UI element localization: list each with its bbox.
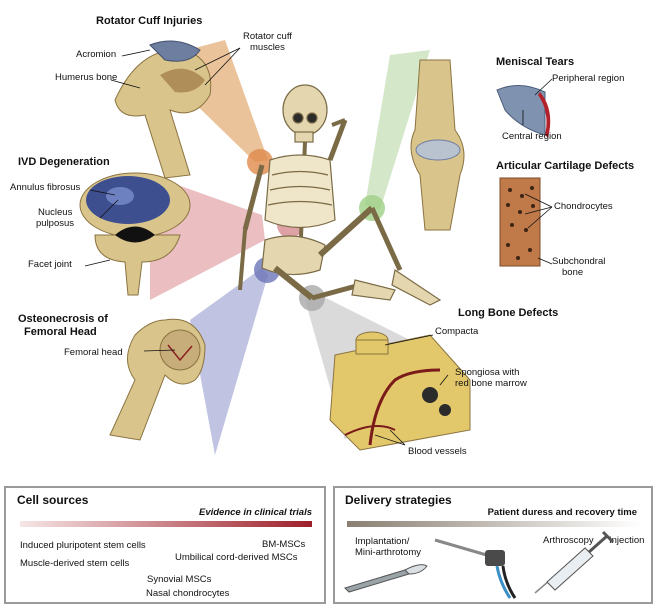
long-bone-illustration bbox=[329, 331, 471, 451]
ivd-title: IVD Degeneration bbox=[18, 156, 110, 168]
bm-msc-label: BM-MSCs bbox=[262, 539, 306, 550]
nucleus-label-line2: pulposus bbox=[36, 218, 75, 229]
umbilical-label: Umbilical cord-derived MSCs bbox=[175, 552, 298, 563]
vertebra-illustration bbox=[79, 172, 191, 296]
cell-sources-title: Cell sources bbox=[17, 493, 89, 507]
skeleton bbox=[238, 84, 442, 306]
arthroscope-icon bbox=[434, 538, 517, 599]
spongiosa-label-line1: Spongiosa with bbox=[455, 367, 520, 378]
humerus-label: Humerus bone bbox=[55, 72, 118, 83]
implantation-label-line2: Mini-arthrotomy bbox=[355, 547, 421, 558]
muscle-label: Muscle-derived stem cells bbox=[20, 558, 130, 569]
ipsc-label: Induced pluripotent stem cells bbox=[20, 540, 146, 551]
rotator-muscles-label-line1: Rotator cuff bbox=[243, 31, 292, 42]
femoral-head-label: Femoral head bbox=[64, 347, 123, 358]
long-bone-title: Long Bone Defects bbox=[458, 307, 559, 319]
femur-illustration bbox=[109, 318, 206, 441]
spongiosa-label-line2: red bone marrow bbox=[455, 378, 527, 389]
subchondral-label-line2: bone bbox=[562, 267, 584, 278]
duress-gradient-bar bbox=[347, 521, 641, 527]
femoral-wedge bbox=[190, 268, 268, 455]
syringe-icon bbox=[534, 530, 615, 594]
cartilage-illustration bbox=[499, 177, 541, 267]
clinical-trials-axis-label: Evidence in clinical trials bbox=[199, 507, 312, 518]
annulus-label: Annulus fibrosus bbox=[10, 182, 81, 193]
nucleus-label-line1: Nucleus bbox=[38, 207, 73, 218]
meniscal-wedge bbox=[365, 50, 430, 210]
nasal-label: Nasal chondrocytes bbox=[146, 588, 230, 599]
rotator-muscles-label-line2: muscles bbox=[250, 42, 285, 53]
rotator-cuff-title: Rotator Cuff Injuries bbox=[96, 15, 203, 27]
delivery-panel: Delivery strategies Patient duress and r… bbox=[333, 486, 653, 604]
shoulder-marker bbox=[247, 149, 273, 175]
femoral-title-line1: Osteonecrosis of bbox=[18, 313, 108, 325]
meniscal-title: Meniscal Tears bbox=[496, 56, 575, 68]
acromion-label: Acromion bbox=[76, 49, 117, 60]
femoral-title-line2: Femoral Head bbox=[24, 326, 97, 338]
facet-label: Facet joint bbox=[28, 259, 72, 270]
delivery-title: Delivery strategies bbox=[345, 493, 452, 507]
blood-vessels-label: Blood vessels bbox=[408, 446, 467, 457]
cell-sources-panel: Cell sources Evidence in clinical trials… bbox=[4, 486, 326, 604]
clinical-trials-gradient-bar bbox=[20, 521, 312, 527]
synovial-label: Synovial MSCs bbox=[147, 574, 212, 585]
delivery-tools bbox=[344, 530, 615, 599]
arthroscopy-label: Arthroscopy bbox=[543, 535, 594, 546]
meniscus-illustration bbox=[496, 85, 551, 138]
duress-axis-label: Patient duress and recovery time bbox=[487, 507, 637, 518]
cartilage-title: Articular Cartilage Defects bbox=[496, 160, 635, 172]
implantation-label-line1: Implantation/ bbox=[355, 536, 410, 547]
shoulder-illustration bbox=[114, 40, 212, 179]
subchondral-label-line1: Subchondral bbox=[552, 256, 606, 267]
leader-lines bbox=[84, 47, 553, 446]
chondrocytes-label: Chondrocytes bbox=[554, 201, 613, 212]
central-label: Central region bbox=[502, 131, 562, 142]
injection-label: Injection bbox=[609, 535, 645, 546]
peripheral-label: Peripheral region bbox=[552, 73, 625, 84]
compacta-label: Compacta bbox=[435, 326, 479, 337]
scalpel-icon bbox=[344, 564, 428, 593]
knee-illustration bbox=[410, 59, 465, 231]
